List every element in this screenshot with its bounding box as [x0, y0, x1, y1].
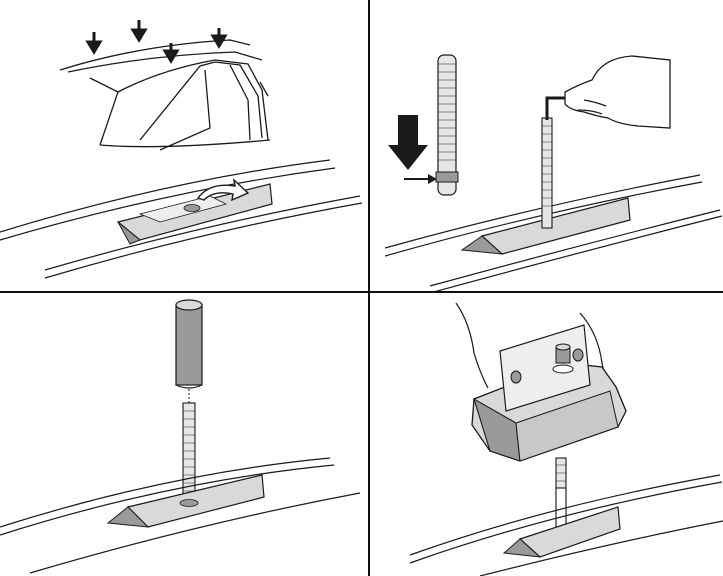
down-arrow-icon: [388, 115, 428, 170]
threaded-rod-installed: [541, 117, 553, 229]
car-roof-mounting-illustration: [0, 20, 363, 279]
threaded-rod-loose: [435, 54, 459, 196]
panel-step-1: [0, 0, 368, 291]
panel-divider-horizontal: [0, 291, 723, 293]
hex-key-icon: [545, 96, 566, 120]
car-outline-icon: [59, 39, 271, 151]
right-arrow-icon: [404, 174, 437, 184]
rail-insert: [460, 197, 631, 255]
rail-insert: [106, 474, 265, 528]
spacer-sleeve-illustration: [0, 299, 361, 574]
panel-step-3: [0, 293, 368, 576]
panel-step-2: [370, 0, 723, 291]
roof-rail-channel: [0, 159, 363, 279]
threaded-rod-illustration: [384, 54, 723, 291]
spacer-sleeve: [175, 299, 203, 389]
mounting-point-arrows: [85, 20, 228, 64]
rack-foot: [471, 324, 627, 462]
roof-rail-channel: [0, 457, 361, 574]
hand-icon: [564, 55, 671, 129]
rail-insert: [502, 506, 621, 558]
panel-step-4: [370, 293, 723, 576]
panel-divider-vertical: [368, 0, 370, 576]
rotate-arrow-icon: [196, 178, 250, 202]
threaded-rod-installed: [182, 402, 196, 504]
roof-rail-channel: [409, 474, 723, 576]
rack-foot-illustration: [409, 302, 723, 576]
